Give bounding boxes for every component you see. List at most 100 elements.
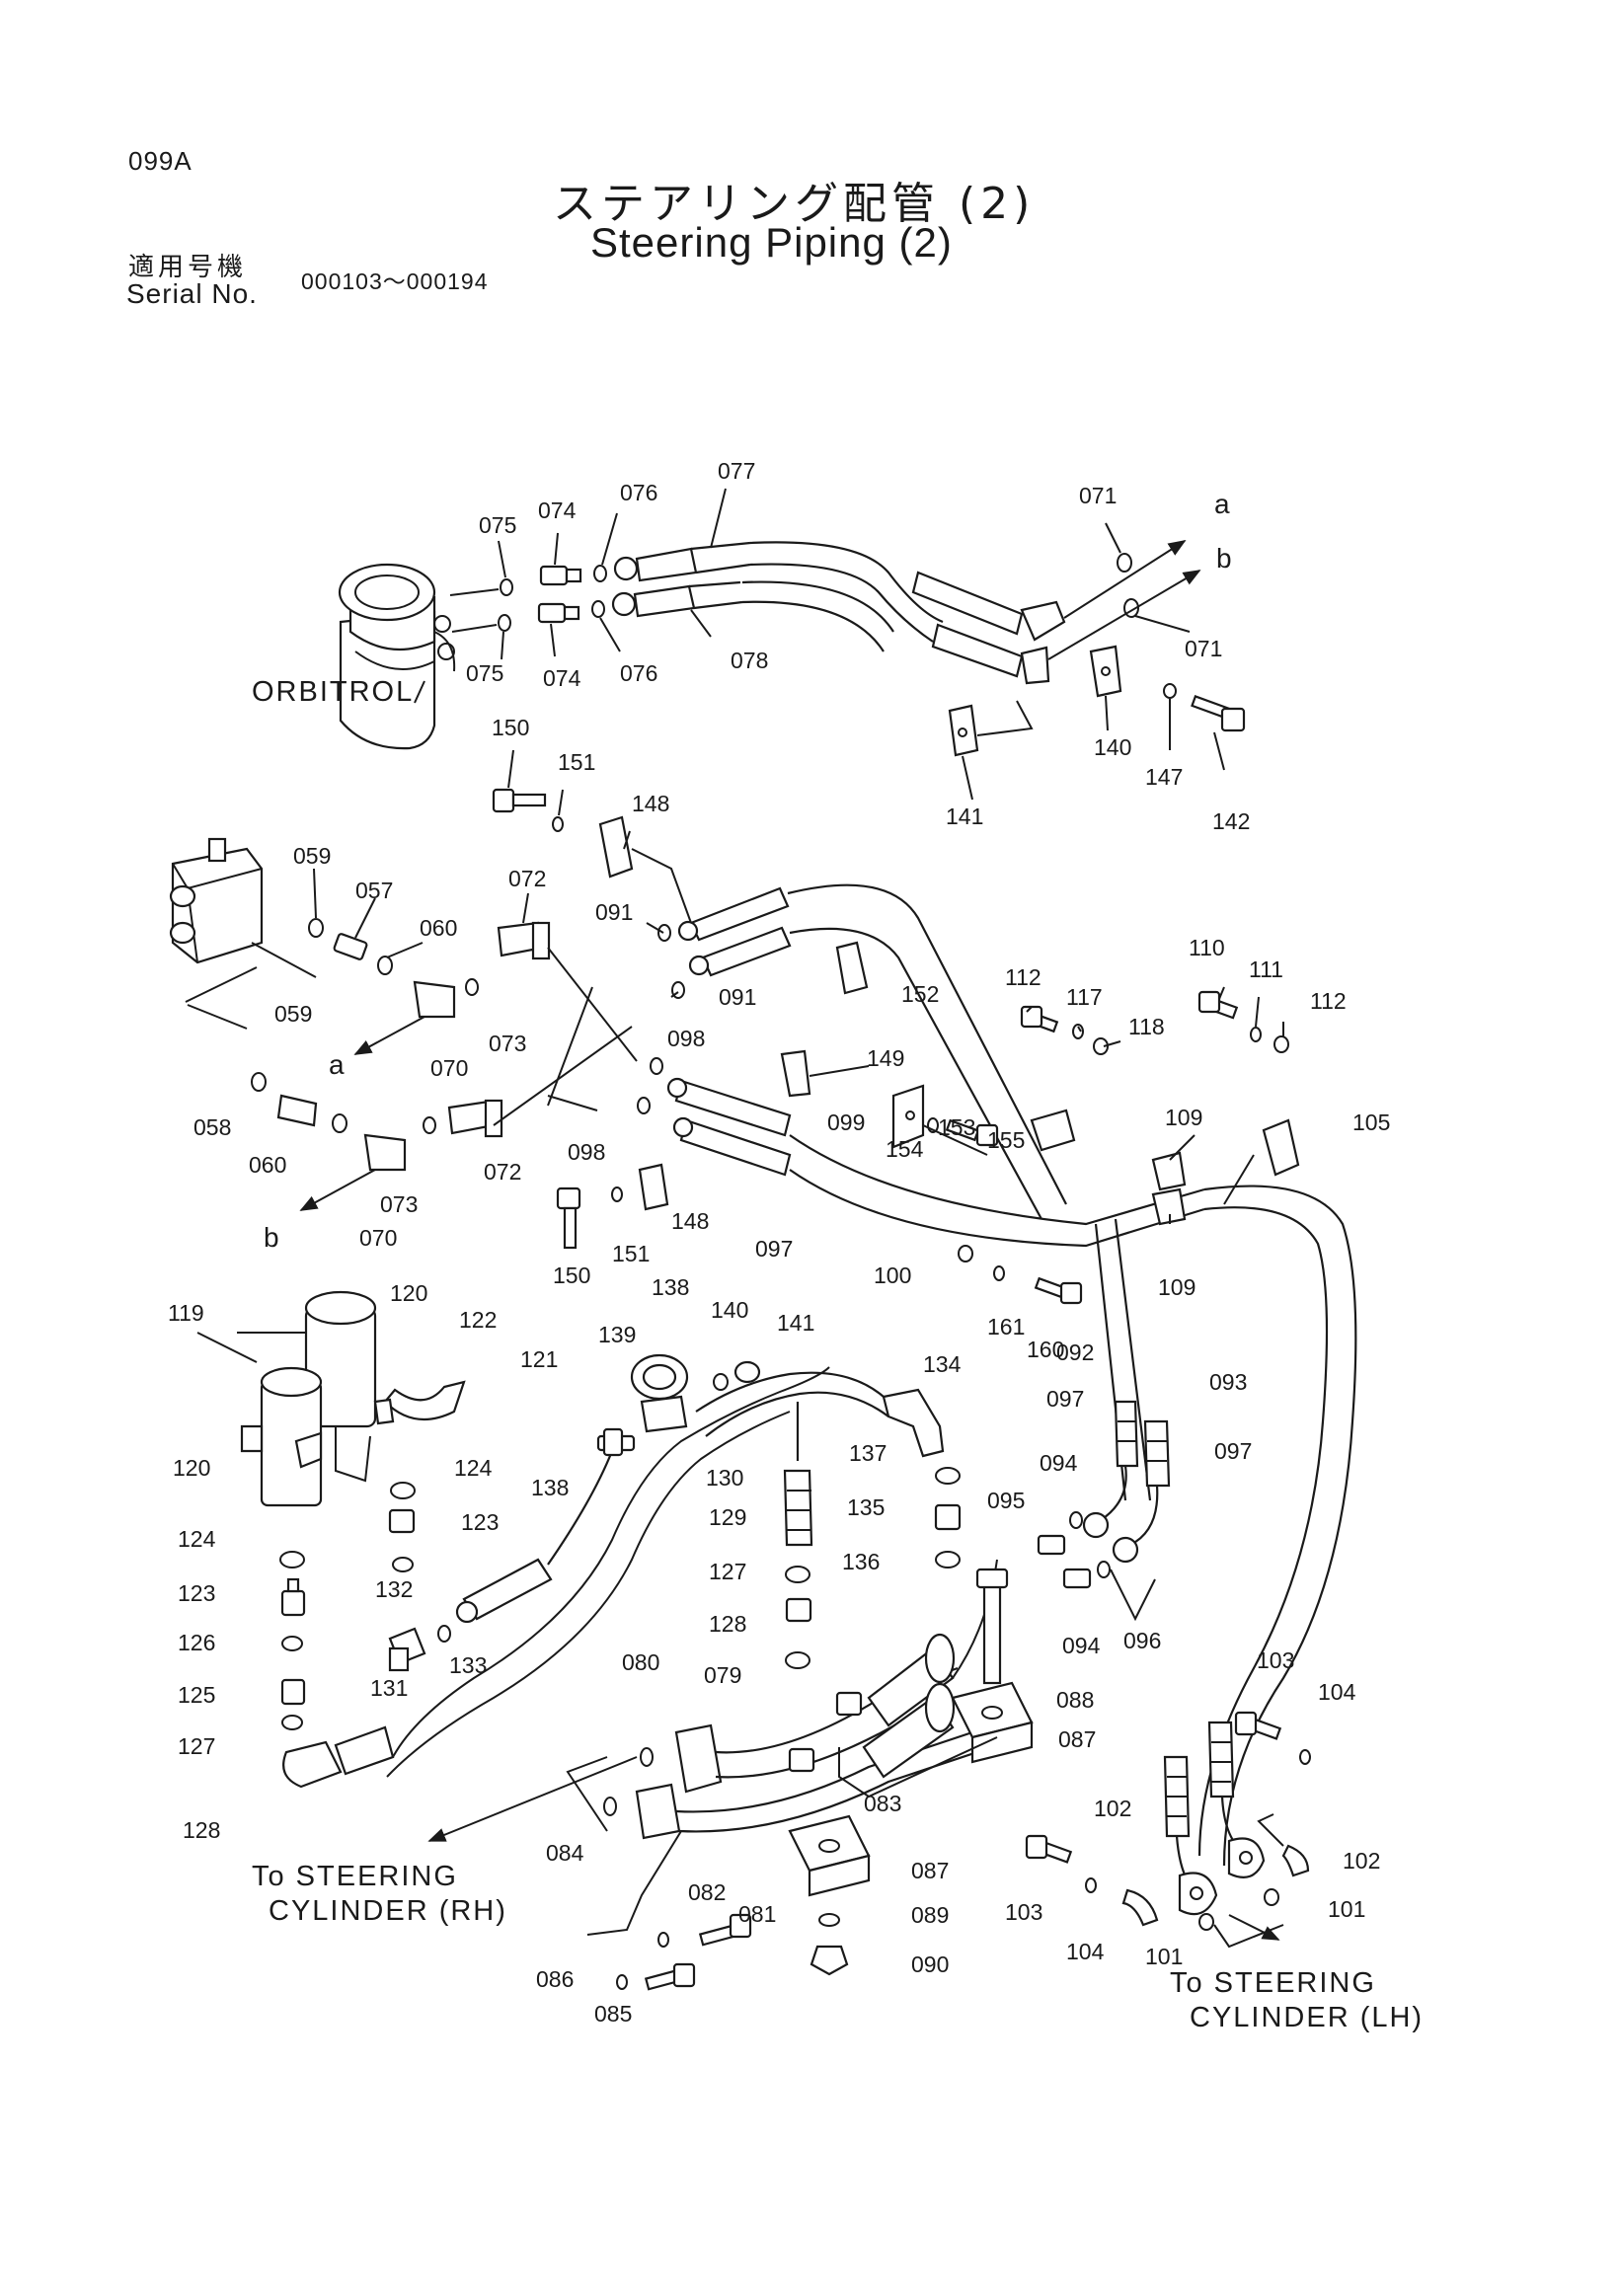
part-no-059-bottom: 059 bbox=[274, 1001, 312, 1027]
serial-range: 000103～000194 bbox=[301, 268, 489, 294]
part-no-126: 128 bbox=[183, 1817, 220, 1843]
page-title-japanese: ステアリング配管 (2) bbox=[553, 179, 1036, 229]
part-no-072-bottom: 072 bbox=[484, 1159, 521, 1185]
part-no-121-left: 123 bbox=[178, 1580, 215, 1606]
part-no-109-bottom: 109 bbox=[1158, 1274, 1196, 1300]
part-no-071-top: 071 bbox=[1079, 483, 1117, 508]
part-no-076-bottom: 076 bbox=[620, 660, 657, 686]
part-no-141: 140 bbox=[711, 1297, 748, 1323]
part-no-096: 096 bbox=[1123, 1628, 1161, 1653]
part-no-151-top: 148 bbox=[632, 791, 669, 816]
to-steering-cylinder-rh-line1: To STEERING bbox=[252, 1861, 458, 1892]
part-no-073-bottom: 073 bbox=[380, 1191, 418, 1217]
to-steering-cylinder-lh-line1: To STEERING bbox=[1170, 1967, 1376, 1999]
bolt-set-lower bbox=[616, 1913, 752, 1991]
part-no-121-right: 123 bbox=[461, 1509, 499, 1535]
part-no-105: 105 bbox=[1352, 1110, 1390, 1135]
part-no-084: 084 bbox=[546, 1840, 584, 1866]
part-no-153-top: 150 bbox=[492, 715, 529, 740]
part-no-108: 112 bbox=[1310, 988, 1347, 1014]
part-no-080: 080 bbox=[622, 1649, 659, 1675]
connection-letter-b-mid: b bbox=[264, 1222, 279, 1253]
part-no-107: 111 bbox=[1249, 957, 1283, 982]
part-no-075-top: 075 bbox=[479, 512, 516, 538]
part-no-134: 134 bbox=[923, 1351, 962, 1377]
clamp-block-087 bbox=[788, 1568, 1034, 1976]
part-no-095: 095 bbox=[987, 1488, 1025, 1513]
part-no-151-bottom: 148 bbox=[671, 1208, 709, 1234]
part-no-100: 100 bbox=[874, 1263, 911, 1288]
part-no-083: 083 bbox=[864, 1791, 901, 1816]
part-no-123: 125 bbox=[178, 1682, 215, 1708]
o-ring bbox=[498, 565, 607, 632]
part-no-150: 147 bbox=[1145, 764, 1183, 790]
part-no-058: 058 bbox=[193, 1114, 231, 1140]
part-no-111: 117 bbox=[1066, 984, 1103, 1010]
part-no-152: 149 bbox=[867, 1045, 904, 1071]
part-no-133: 133 bbox=[449, 1652, 487, 1678]
part-no-090: 090 bbox=[911, 1952, 949, 1977]
serial-label-japanese: 適用号機 bbox=[128, 253, 248, 282]
part-no-122-left: 124 bbox=[178, 1526, 216, 1552]
connection-letter-b-top: b bbox=[1216, 543, 1232, 574]
part-no-094-top: 094 bbox=[1040, 1450, 1078, 1476]
part-no-130: 130 bbox=[706, 1465, 743, 1491]
serial-label-english: Serial No. bbox=[126, 278, 258, 309]
part-no-127: 127 bbox=[709, 1559, 746, 1584]
part-no-098-bottom: 098 bbox=[568, 1139, 605, 1165]
part-no-154-top: 151 bbox=[558, 749, 595, 775]
part-no-059-top: 059 bbox=[293, 843, 331, 869]
hose-092-093-097 bbox=[1037, 1400, 1171, 1589]
hose-138 bbox=[455, 1450, 614, 1624]
part-no-122-right: 124 bbox=[454, 1455, 493, 1481]
part-no-097-mid: 097 bbox=[1046, 1386, 1084, 1412]
part-no-070-bottom: 070 bbox=[359, 1225, 397, 1251]
connection-letter-a-mid: a bbox=[329, 1049, 345, 1080]
part-no-125: 127 bbox=[178, 1733, 215, 1759]
adapter-fitting bbox=[537, 565, 582, 624]
part-no-079: 079 bbox=[704, 1662, 741, 1688]
part-no-118-left: 120 bbox=[173, 1455, 210, 1481]
clamp-bracket-151-152 bbox=[598, 815, 869, 1211]
part-no-157: 154 bbox=[886, 1136, 924, 1162]
part-no-112: 118 bbox=[1128, 1014, 1165, 1039]
part-no-076-top: 076 bbox=[620, 480, 657, 505]
clamp-bracket bbox=[948, 645, 1122, 757]
part-no-060-top: 060 bbox=[420, 915, 457, 941]
part-no-071-bottom: 071 bbox=[1185, 636, 1222, 661]
part-no-155: 152 bbox=[901, 981, 939, 1007]
bolt bbox=[1191, 695, 1246, 732]
part-no-154-bottom: 151 bbox=[612, 1241, 650, 1266]
part-no-057: 057 bbox=[355, 878, 393, 903]
clamp-105 bbox=[1262, 1118, 1300, 1177]
part-no-147: 140 bbox=[1094, 734, 1131, 760]
part-no-149: 142 bbox=[1212, 808, 1250, 834]
part-no-124: 126 bbox=[178, 1630, 215, 1655]
part-no-078: 078 bbox=[731, 648, 768, 673]
part-no-156: 153 bbox=[938, 1114, 975, 1140]
part-no-102-right: 102 bbox=[1343, 1848, 1380, 1874]
part-no-091-bottom: 091 bbox=[719, 984, 756, 1010]
clamp-155-158 bbox=[891, 1084, 1187, 1226]
orbitrol-unit bbox=[338, 563, 456, 750]
part-no-087-right: 087 bbox=[1058, 1726, 1096, 1752]
part-no-081: 081 bbox=[738, 1901, 776, 1927]
part-no-103-right: 103 bbox=[1257, 1647, 1294, 1673]
part-no-101-right: 101 bbox=[1328, 1896, 1365, 1922]
filter-assembly bbox=[240, 1290, 466, 1507]
fitting-set bbox=[251, 918, 551, 1172]
part-no-109-top: 109 bbox=[1165, 1105, 1202, 1130]
part-no-098-top: 098 bbox=[667, 1026, 705, 1051]
part-no-070-top: 070 bbox=[430, 1055, 468, 1081]
valve-block bbox=[169, 837, 264, 964]
part-no-118-top: 120 bbox=[390, 1280, 427, 1306]
part-no-139: 138 bbox=[652, 1274, 689, 1300]
part-no-106: 110 bbox=[1189, 935, 1225, 960]
hose-130-134 bbox=[695, 1371, 962, 1669]
part-no-117: 119 bbox=[168, 1300, 204, 1326]
part-no-129: 129 bbox=[709, 1504, 746, 1530]
hose-077-078 bbox=[611, 541, 1066, 685]
part-no-075-bottom: 075 bbox=[466, 660, 503, 686]
orbitrol-label: ORBITROL bbox=[252, 676, 414, 708]
